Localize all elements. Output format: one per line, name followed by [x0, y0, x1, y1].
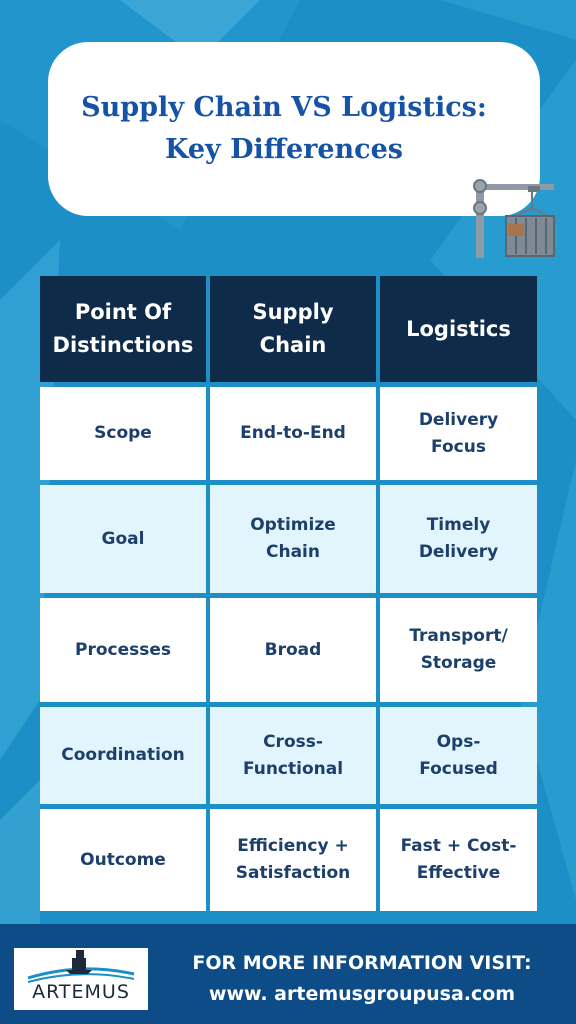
row-outcome-logistics: Fast + Cost-Effective — [380, 809, 537, 911]
row-goal-point: Goal — [40, 485, 206, 593]
artemus-logo[interactable]: ARTEMUS — [14, 948, 148, 1010]
footer-line-1: FOR MORE INFORMATION VISIT: — [192, 952, 532, 974]
row-scope-point: Scope — [40, 387, 206, 480]
row-processes-point: Processes — [40, 598, 206, 702]
footer-website-link[interactable]: www. artemusgroupusa.com — [208, 983, 516, 1005]
row-processes-logistics: Transport/Storage — [380, 598, 537, 702]
crane-container-icon — [473, 179, 555, 258]
logo-text: ARTEMUS — [32, 981, 130, 1003]
row-processes-supply: Broad — [210, 598, 376, 702]
ship-logo-icon — [27, 950, 135, 983]
footer-info: FOR MORE INFORMATION VISIT: www. artemus… — [160, 948, 564, 1010]
row-coordination-supply: Cross-Functional — [210, 707, 376, 804]
footer-bar: ARTEMUS FOR MORE INFORMATION VISIT: www.… — [0, 924, 576, 1024]
row-outcome-point: Outcome — [40, 809, 206, 911]
row-outcome-supply: Efficiency +Satisfaction — [210, 809, 376, 911]
title-card: Supply Chain VS Logistics: Key Differenc… — [48, 42, 540, 216]
page-title-line-2: Key Differences — [164, 134, 403, 165]
row-coordination-logistics: Ops-Focused — [380, 707, 537, 804]
header-logistics: Logistics — [380, 276, 537, 382]
row-scope-supply: End-to-End — [210, 387, 376, 480]
page-title-line-1: Supply Chain VS Logistics: — [81, 92, 487, 123]
row-coordination-point: Coordination — [40, 707, 206, 804]
